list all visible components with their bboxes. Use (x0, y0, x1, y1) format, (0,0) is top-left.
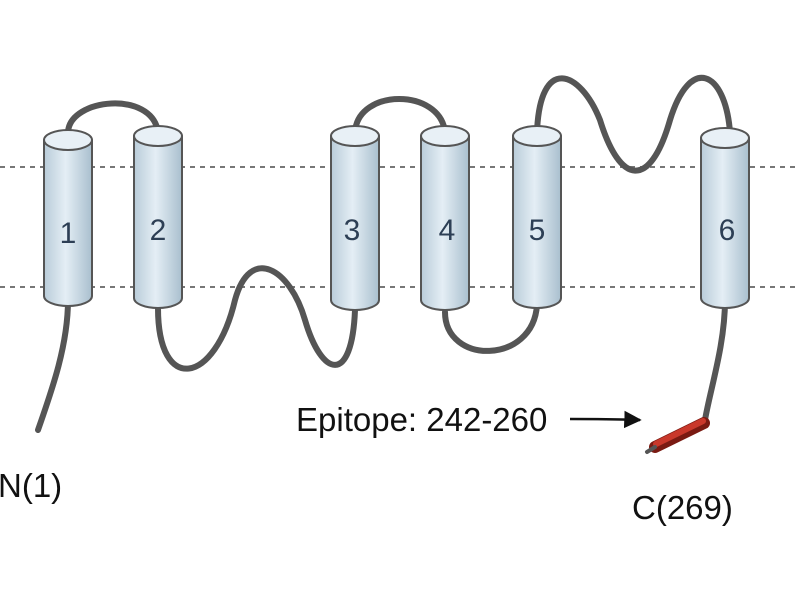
helix-3-label: 3 (344, 214, 361, 247)
epitope-segment-highlight (653, 418, 706, 447)
epitope-label: Epitope: 242-260 (296, 401, 547, 438)
epitope-arrow (569, 410, 642, 429)
c-terminal-tail (702, 297, 728, 423)
n-terminal-tail (35, 297, 71, 433)
helix-1-label: 1 (60, 217, 77, 250)
helix-6-label: 6 (719, 214, 736, 247)
extracellular-loop-1 (65, 100, 161, 135)
helix-5-label: 5 (529, 214, 546, 247)
extracellular-loop-3 (534, 74, 733, 174)
c-terminus-label: C(269) (632, 489, 733, 526)
helix-5: 5 (512, 125, 562, 309)
helix-4: 4 (420, 125, 470, 311)
extracellular-loop-2 (352, 96, 448, 135)
helix-6: 6 (700, 127, 750, 309)
helix-2: 2 (133, 125, 183, 309)
helix-4-label: 4 (439, 214, 456, 247)
intracellular-loop-2 (442, 302, 540, 354)
intracellular-loop-1 (155, 265, 358, 372)
helix-3: 3 (330, 125, 380, 311)
n-terminus-label: N(1) (0, 467, 62, 504)
loops (35, 74, 733, 433)
c-terminal-end (645, 445, 657, 454)
helix-2-label: 2 (150, 214, 167, 247)
helix-1: 1 (43, 129, 93, 307)
